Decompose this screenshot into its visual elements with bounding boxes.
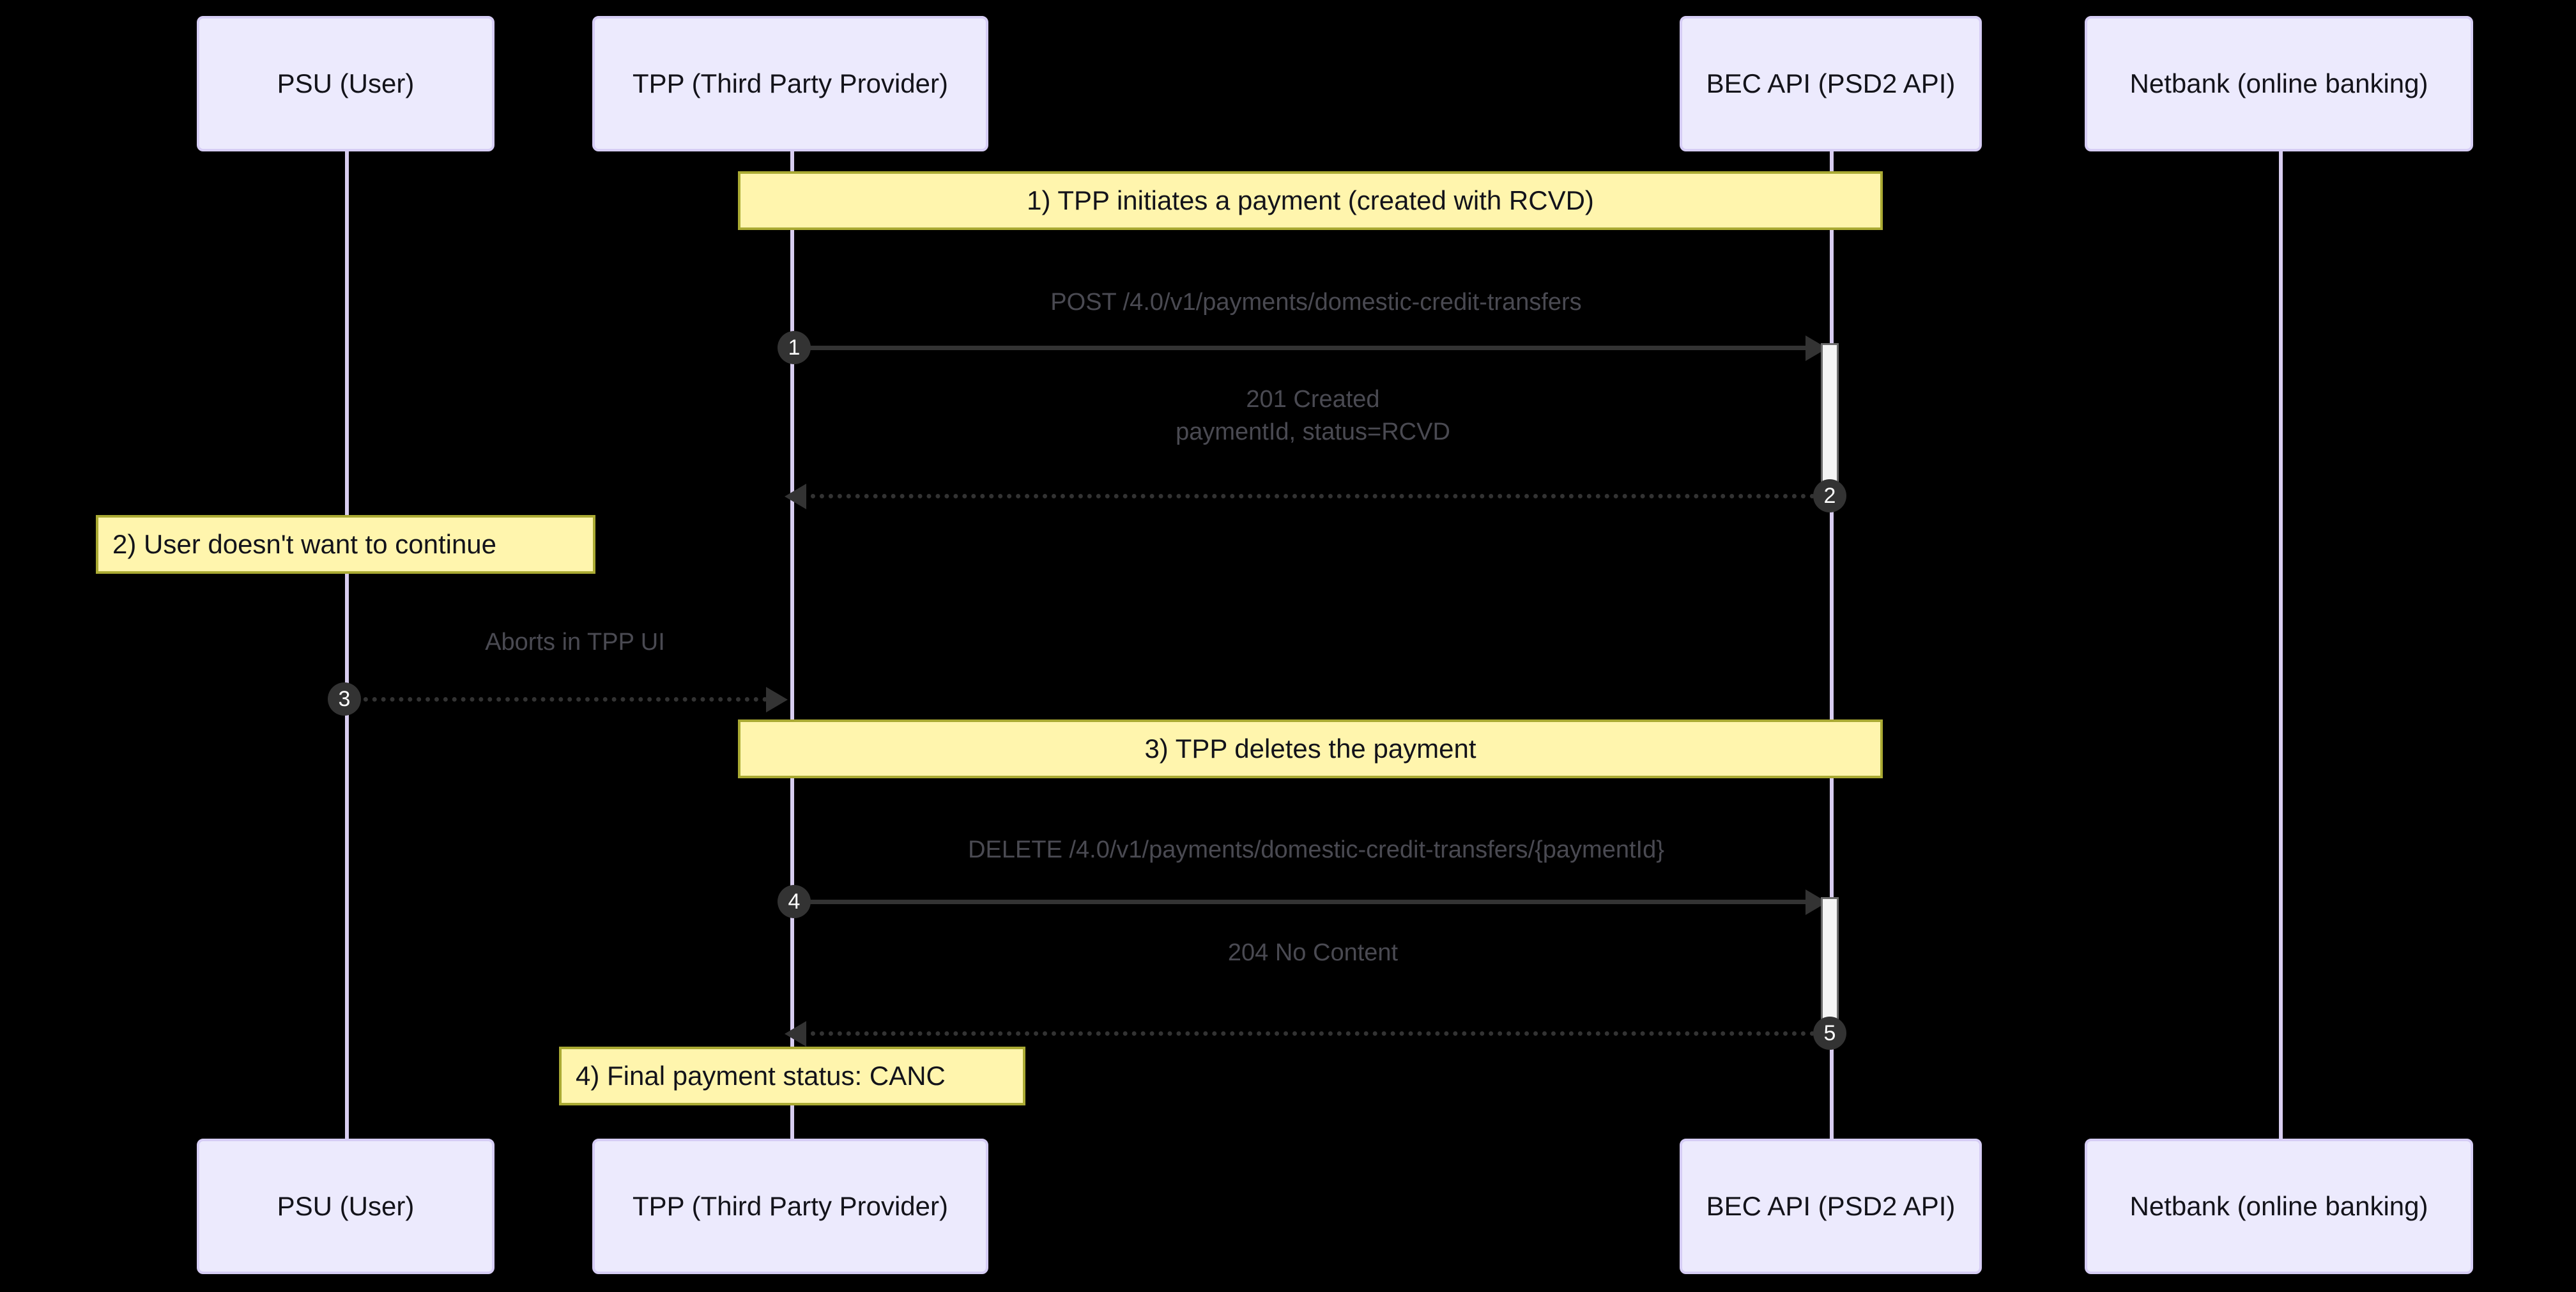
participant-label: Netbank (online banking) [2129, 68, 2428, 98]
note-final-payment-status: 4) Final payment status: CANC [559, 1047, 1025, 1105]
arrowhead-left-201-created [785, 484, 806, 509]
note-text: 3) TPP deletes the payment [1144, 733, 1476, 764]
participant-label: PSU (User) [277, 68, 415, 98]
sequence-badge-2: 2 [1813, 479, 1846, 512]
message-arrow-201-created [802, 494, 1824, 498]
note-text: 1) TPP initiates a payment (created with… [1027, 185, 1594, 215]
participant-bec-bottom[interactable]: BEC API (PSD2 API) [1680, 1139, 1982, 1274]
message-arrow-post [792, 346, 1821, 350]
sequence-badge-3: 3 [328, 682, 361, 716]
note-text: 4) Final payment status: CANC [576, 1060, 946, 1091]
participant-label: Netbank (online banking) [2129, 1190, 2428, 1221]
message-label-delete: DELETE /4.0/v1/payments/domestic-credit-… [968, 836, 1664, 863]
lifeline-bec [1830, 151, 1834, 1139]
participant-bec-top[interactable]: BEC API (PSD2 API) [1680, 16, 1982, 151]
sequence-badge-1: 1 [778, 331, 811, 364]
arrowhead-left-204-no-content [785, 1021, 806, 1047]
participant-label: BEC API (PSD2 API) [1706, 68, 1956, 98]
message-label-201-created: 201 Created paymentId, status=RCVD [1176, 386, 1450, 446]
participant-label: TPP (Third Party Provider) [632, 1190, 948, 1221]
sequence-badge-5: 5 [1813, 1017, 1846, 1050]
note-user-doesnt-want-to-continue: 2) User doesn't want to continue [96, 515, 595, 574]
participant-label: TPP (Third Party Provider) [632, 68, 948, 98]
message-arrow-aborts [355, 697, 776, 702]
note-tpp-initiates-payment: 1) TPP initiates a payment (created with… [738, 171, 1883, 230]
message-arrow-delete [792, 900, 1821, 904]
lifeline-tpp [790, 151, 794, 1139]
participant-label: BEC API (PSD2 API) [1706, 1190, 1956, 1221]
lifeline-psu [345, 151, 349, 1139]
message-label-aborts-in-tpp-ui: Aborts in TPP UI [485, 629, 665, 656]
participant-psu-top[interactable]: PSU (User) [197, 16, 494, 151]
activation-bar-bec-1 [1821, 343, 1839, 496]
arrowhead-right-aborts [766, 687, 788, 712]
participant-netbank-top[interactable]: Netbank (online banking) [2085, 16, 2473, 151]
participant-label: PSU (User) [277, 1190, 415, 1221]
sequence-badge-4: 4 [778, 885, 811, 918]
message-arrow-204-no-content [802, 1031, 1824, 1036]
participant-psu-bottom[interactable]: PSU (User) [197, 1139, 494, 1274]
message-label-204-no-content: 204 No Content [1227, 939, 1399, 966]
activation-bar-bec-2 [1821, 897, 1839, 1025]
message-label-post: POST /4.0/v1/payments/domestic-credit-tr… [1050, 289, 1582, 316]
lifeline-netbank [2279, 151, 2283, 1139]
participant-netbank-bottom[interactable]: Netbank (online banking) [2085, 1139, 2473, 1274]
note-tpp-deletes-payment: 3) TPP deletes the payment [738, 719, 1883, 778]
participant-tpp-top[interactable]: TPP (Third Party Provider) [592, 16, 988, 151]
participant-tpp-bottom[interactable]: TPP (Third Party Provider) [592, 1139, 988, 1274]
note-text: 2) User doesn't want to continue [112, 528, 497, 559]
